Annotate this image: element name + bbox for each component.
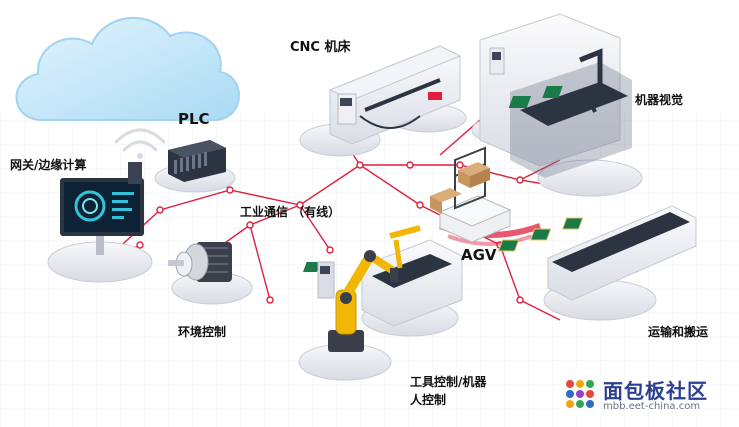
watermark: 面包板社区 mbb.eet-china.com	[557, 371, 732, 419]
cloud-icon	[15, 16, 240, 121]
watermark-title: 面包板社区	[603, 379, 708, 403]
env-control-motor	[168, 242, 253, 305]
label-transport: 运输和搬运	[648, 325, 709, 339]
label-cnc: CNC 机床	[290, 40, 351, 55]
vision-station	[471, 13, 643, 197]
agv-vehicle	[430, 146, 542, 246]
robot-station	[298, 225, 463, 381]
gateway-station	[47, 162, 153, 283]
label-robot-line2: 人控制	[410, 393, 447, 407]
watermark-logo	[560, 374, 600, 414]
wifi-icon	[114, 128, 166, 159]
transport-conveyor	[497, 205, 697, 321]
watermark-url: mbb.eet-china.com	[603, 401, 701, 412]
plc-station	[154, 140, 236, 193]
cnc-machine	[299, 45, 467, 157]
label-plc: PLC	[178, 110, 210, 128]
label-network: 工业通信 （有线）	[240, 205, 341, 219]
label-vision: 机器视觉	[635, 93, 684, 107]
label-agv: AGV	[461, 246, 497, 264]
label-robot-line1: 工具控制/机器	[410, 375, 487, 389]
label-env: 环境控制	[178, 325, 227, 339]
label-gateway: 网关/边缘计算	[10, 158, 87, 172]
